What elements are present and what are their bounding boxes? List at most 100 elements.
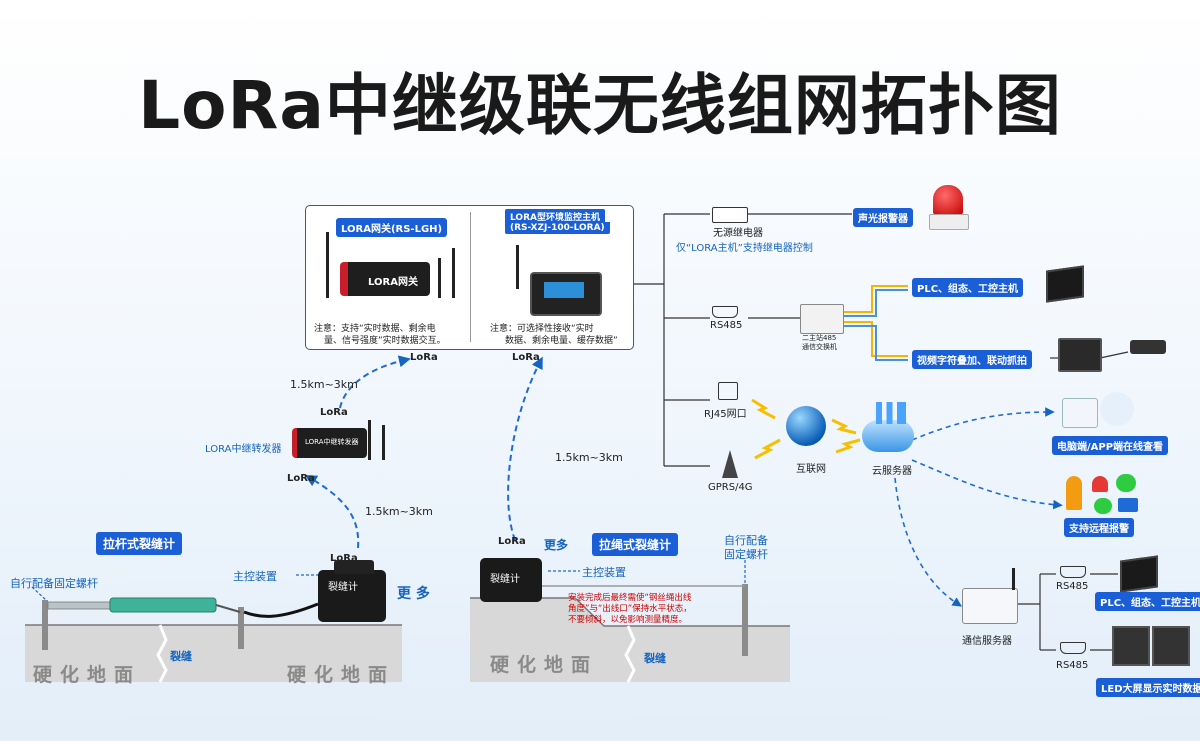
gateway-device-label: LORA网关: [368, 277, 418, 288]
right-sensor-tag: 拉绳式裂缝计: [592, 533, 679, 556]
video-tag: 视频字符叠加、联动抓拍: [912, 350, 1032, 369]
repeater-label: LORA中继转发器: [205, 444, 282, 455]
distance-label: 1.5km~3km: [555, 451, 623, 464]
host-note-line2: 数据、剩余电量、缓存数据”: [505, 336, 618, 346]
wechat-icon: [1116, 474, 1136, 492]
left-ground-text: 硬化地面: [33, 664, 142, 686]
camera-icon: [1130, 340, 1166, 354]
gprs-label: GPRS/4G: [708, 482, 753, 493]
cloud-label: 云服务器: [872, 466, 912, 477]
gateway-device: LORA网关: [340, 262, 430, 296]
repeater-device-text: LORA中继转发器: [305, 438, 359, 446]
rs485-port-icon: [1060, 642, 1086, 654]
plc-tag: PLC、组态、工控主机: [912, 278, 1024, 297]
lora-badge: LoRa: [512, 352, 540, 363]
repeater-device: LORA中继转发器: [292, 428, 367, 458]
rs485-port-icon: [712, 306, 738, 318]
right-fixed-bolt-line1: 自行配备: [724, 534, 768, 547]
antenna-icon: [452, 248, 455, 298]
right-crack-label: 裂缝: [644, 652, 666, 665]
gateway-note-line1: 注意：支持“实时数据、剩余电: [314, 324, 436, 334]
host-header-line1: LORA型环境监控主机: [505, 209, 605, 224]
distance-label: 1.5km~3km: [365, 505, 433, 518]
link-left-to-repeater: [304, 474, 360, 549]
internet-label: 互联网: [796, 464, 826, 475]
antenna-icon: [368, 420, 371, 460]
rs485-label: RS485: [710, 320, 743, 331]
comm-server-label: 通信服务器: [962, 636, 1012, 647]
lora-badge: LoRa: [320, 407, 348, 418]
link-repeater-to-gateway: [339, 355, 411, 409]
right-fixed-bolt-line2: 固定螺杆: [724, 548, 768, 561]
rj45-icon: [718, 382, 738, 400]
host-screen: [544, 282, 584, 298]
left-controller-label: 主控装置: [233, 570, 277, 583]
monitor-icon: [1120, 555, 1158, 593]
server-rs485-a: RS485: [1056, 581, 1089, 592]
alarm-person-icon: [1066, 476, 1082, 510]
right-controller-device: 裂缝计: [480, 558, 542, 602]
left-device-label: 裂缝计: [328, 582, 358, 593]
left-sensor-tag: 拉杆式裂缝计: [96, 532, 183, 555]
lora-badge: LoRa: [330, 553, 358, 564]
cloud-icon: [862, 420, 914, 452]
rj45-label: RJ45网口: [704, 409, 747, 420]
pc-app-tag: 电脑端/APP端在线查看: [1052, 436, 1169, 455]
distance-label: 1.5km~3km: [290, 378, 358, 391]
gprs-tower-icon: [722, 450, 738, 478]
cloud-bars-icon: [876, 402, 906, 424]
antenna-icon: [438, 258, 441, 298]
page-title: LoRa中继级联无线组网拓扑图: [138, 67, 1062, 144]
left-fixed-bolt-label: 自行配备固定螺杆: [10, 577, 98, 590]
switch-label-line2: 通信交换机: [802, 343, 837, 351]
antenna-icon: [326, 232, 329, 298]
email-icon: [1118, 498, 1138, 512]
host-header-line2: (RS-XZJ-100-LORA): [505, 222, 610, 234]
right-device-label: 裂缝计: [490, 574, 520, 585]
right-controller-label: 主控装置: [582, 566, 626, 579]
lora-badge: LoRa: [498, 536, 526, 547]
gateway-header: LORA网关(RS-LGH): [336, 218, 448, 237]
warning-line2: 角度”与“出线口”保持水平状态，: [568, 604, 692, 614]
link-right-to-host: [507, 356, 543, 541]
server-plc-tag: PLC、组态、工控主机: [1095, 592, 1200, 611]
left-controller-top: [334, 560, 374, 574]
left-crack-label: 裂缝: [170, 650, 192, 663]
server-rs485-b: RS485: [1056, 660, 1089, 671]
remote-alarm-tag: 支持远程报警: [1064, 518, 1134, 537]
rs485-port-icon: [1060, 566, 1086, 578]
relay-note: 仅“LORA主机”支持继电器控制: [676, 243, 813, 254]
alarm-light-base: [929, 214, 969, 230]
gateway-note-line2: 量、信号强度”实时数据交互。: [324, 336, 446, 346]
led-screen-icon: [1152, 626, 1190, 666]
antenna-icon: [516, 245, 519, 289]
switch-device: [800, 304, 844, 334]
alarm-light-icon: [933, 185, 963, 215]
nvr-icon: [1058, 338, 1102, 372]
relay-icon: [712, 207, 748, 223]
monitor-icon: [1046, 265, 1084, 303]
warning-line1: 安装完成后最终需使“钢丝绳出线: [568, 593, 692, 603]
left-more-label: 更 多: [397, 586, 430, 602]
panel-divider: [470, 212, 471, 342]
antenna-icon: [382, 425, 385, 460]
lora-badge: LoRa: [410, 352, 438, 363]
led-screen-icon: [1112, 626, 1150, 666]
right-ground-text: 硬化地面: [287, 664, 396, 686]
left-controller-device: 裂缝计: [318, 570, 386, 622]
app-user-icon: [1100, 392, 1134, 426]
warning-line3: 不要倾斜，以免影响测量精度。: [568, 615, 688, 625]
led-tag: LED大屏显示实时数据: [1096, 678, 1200, 697]
antenna-icon: [1012, 568, 1015, 590]
sms-icon: [1094, 498, 1112, 514]
host-device: [530, 272, 602, 316]
pc-user-icon: [1062, 398, 1098, 428]
alarm-tag: 声光报警器: [853, 208, 913, 227]
right-more-label: 更多: [544, 538, 569, 552]
switch-label-line1: 二主站485: [802, 334, 837, 342]
lora-badge: LoRa: [287, 473, 315, 484]
comm-server-device: [962, 588, 1018, 624]
siren-icon: [1092, 476, 1108, 492]
